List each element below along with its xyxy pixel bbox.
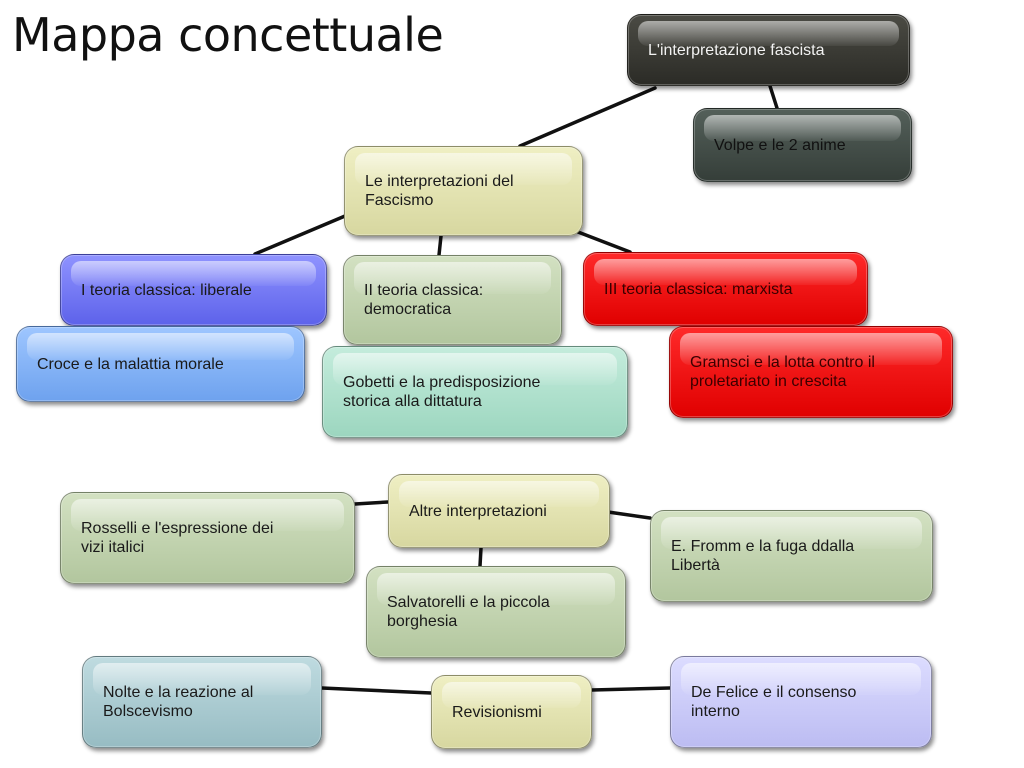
node-gramsci-label: Gramsci e la lotta contro il proletariat…	[690, 354, 875, 390]
node-interpretations-label: Le interpretazioni del Fascismo	[365, 173, 514, 209]
node-revisionism: Revisionismi	[431, 675, 592, 749]
node-liberal-theory: I teoria classica: liberale	[60, 254, 327, 326]
connector-interpretations-liberal	[253, 214, 347, 256]
connector-interpretations-marxist	[576, 230, 632, 254]
node-nolte-label: Nolte e la reazione al Bolscevismo	[103, 684, 254, 720]
node-gramsci: Gramsci e la lotta contro il proletariat…	[669, 326, 953, 418]
node-revisionism-label: Revisionismi	[452, 703, 542, 721]
node-defelice-label: De Felice e il consenso interno	[691, 684, 857, 720]
node-interpretations: Le interpretazioni del Fascismo	[344, 146, 583, 236]
node-marxist-theory-label: III teoria classica: marxista	[604, 280, 793, 298]
node-defelice: De Felice e il consenso interno	[670, 656, 932, 748]
node-volpe-label: Volpe e le 2 anime	[714, 136, 846, 154]
node-salvatorelli-label: Salvatorelli e la piccola borghesia	[387, 594, 550, 630]
node-marxist-theory: III teoria classica: marxista	[583, 252, 868, 326]
node-other-interpretations: Altre interpretazioni	[388, 474, 610, 548]
node-volpe: Volpe e le 2 anime	[693, 108, 912, 182]
node-fascist-interpretation: L'interpretazione fascista	[627, 14, 910, 86]
connector-revisionism-defelice	[590, 686, 672, 692]
node-nolte: Nolte e la reazione al Bolscevismo	[82, 656, 322, 748]
node-fascist-interpretation-label: L'interpretazione fascista	[648, 41, 825, 59]
node-salvatorelli: Salvatorelli e la piccola borghesia	[366, 566, 626, 658]
node-croce-label: Croce e la malattia morale	[37, 355, 224, 373]
node-liberal-theory-label: I teoria classica: liberale	[81, 281, 252, 299]
node-democratic-theory-label: II teoria classica: democratica	[364, 282, 484, 318]
connector-fascist-interpretations	[518, 86, 657, 148]
page-title: Mappa concettuale	[12, 8, 444, 62]
connector-fascist-volpe	[768, 84, 779, 110]
node-democratic-theory: II teoria classica: democratica	[343, 255, 562, 345]
node-other-interpretations-label: Altre interpretazioni	[409, 502, 547, 520]
node-fromm: E. Fromm e la fuga ddalla Libertà	[650, 510, 933, 602]
node-rosselli-label: Rosselli e l'espressione dei vizi italic…	[81, 520, 274, 556]
node-rosselli: Rosselli e l'espressione dei vizi italic…	[60, 492, 355, 584]
node-croce: Croce e la malattia morale	[16, 326, 305, 402]
node-fromm-label: E. Fromm e la fuga ddalla Libertà	[671, 538, 855, 574]
node-gobetti: Gobetti e la predisposizione storica all…	[322, 346, 628, 438]
connector-interpretations-democratic	[437, 234, 443, 257]
connector-other-salvatorelli	[478, 546, 483, 568]
node-gobetti-label: Gobetti e la predisposizione storica all…	[343, 374, 541, 410]
connector-revisionism-nolte	[320, 686, 433, 695]
connector-other-fromm	[606, 510, 652, 520]
connector-other-rosselli	[353, 500, 390, 506]
